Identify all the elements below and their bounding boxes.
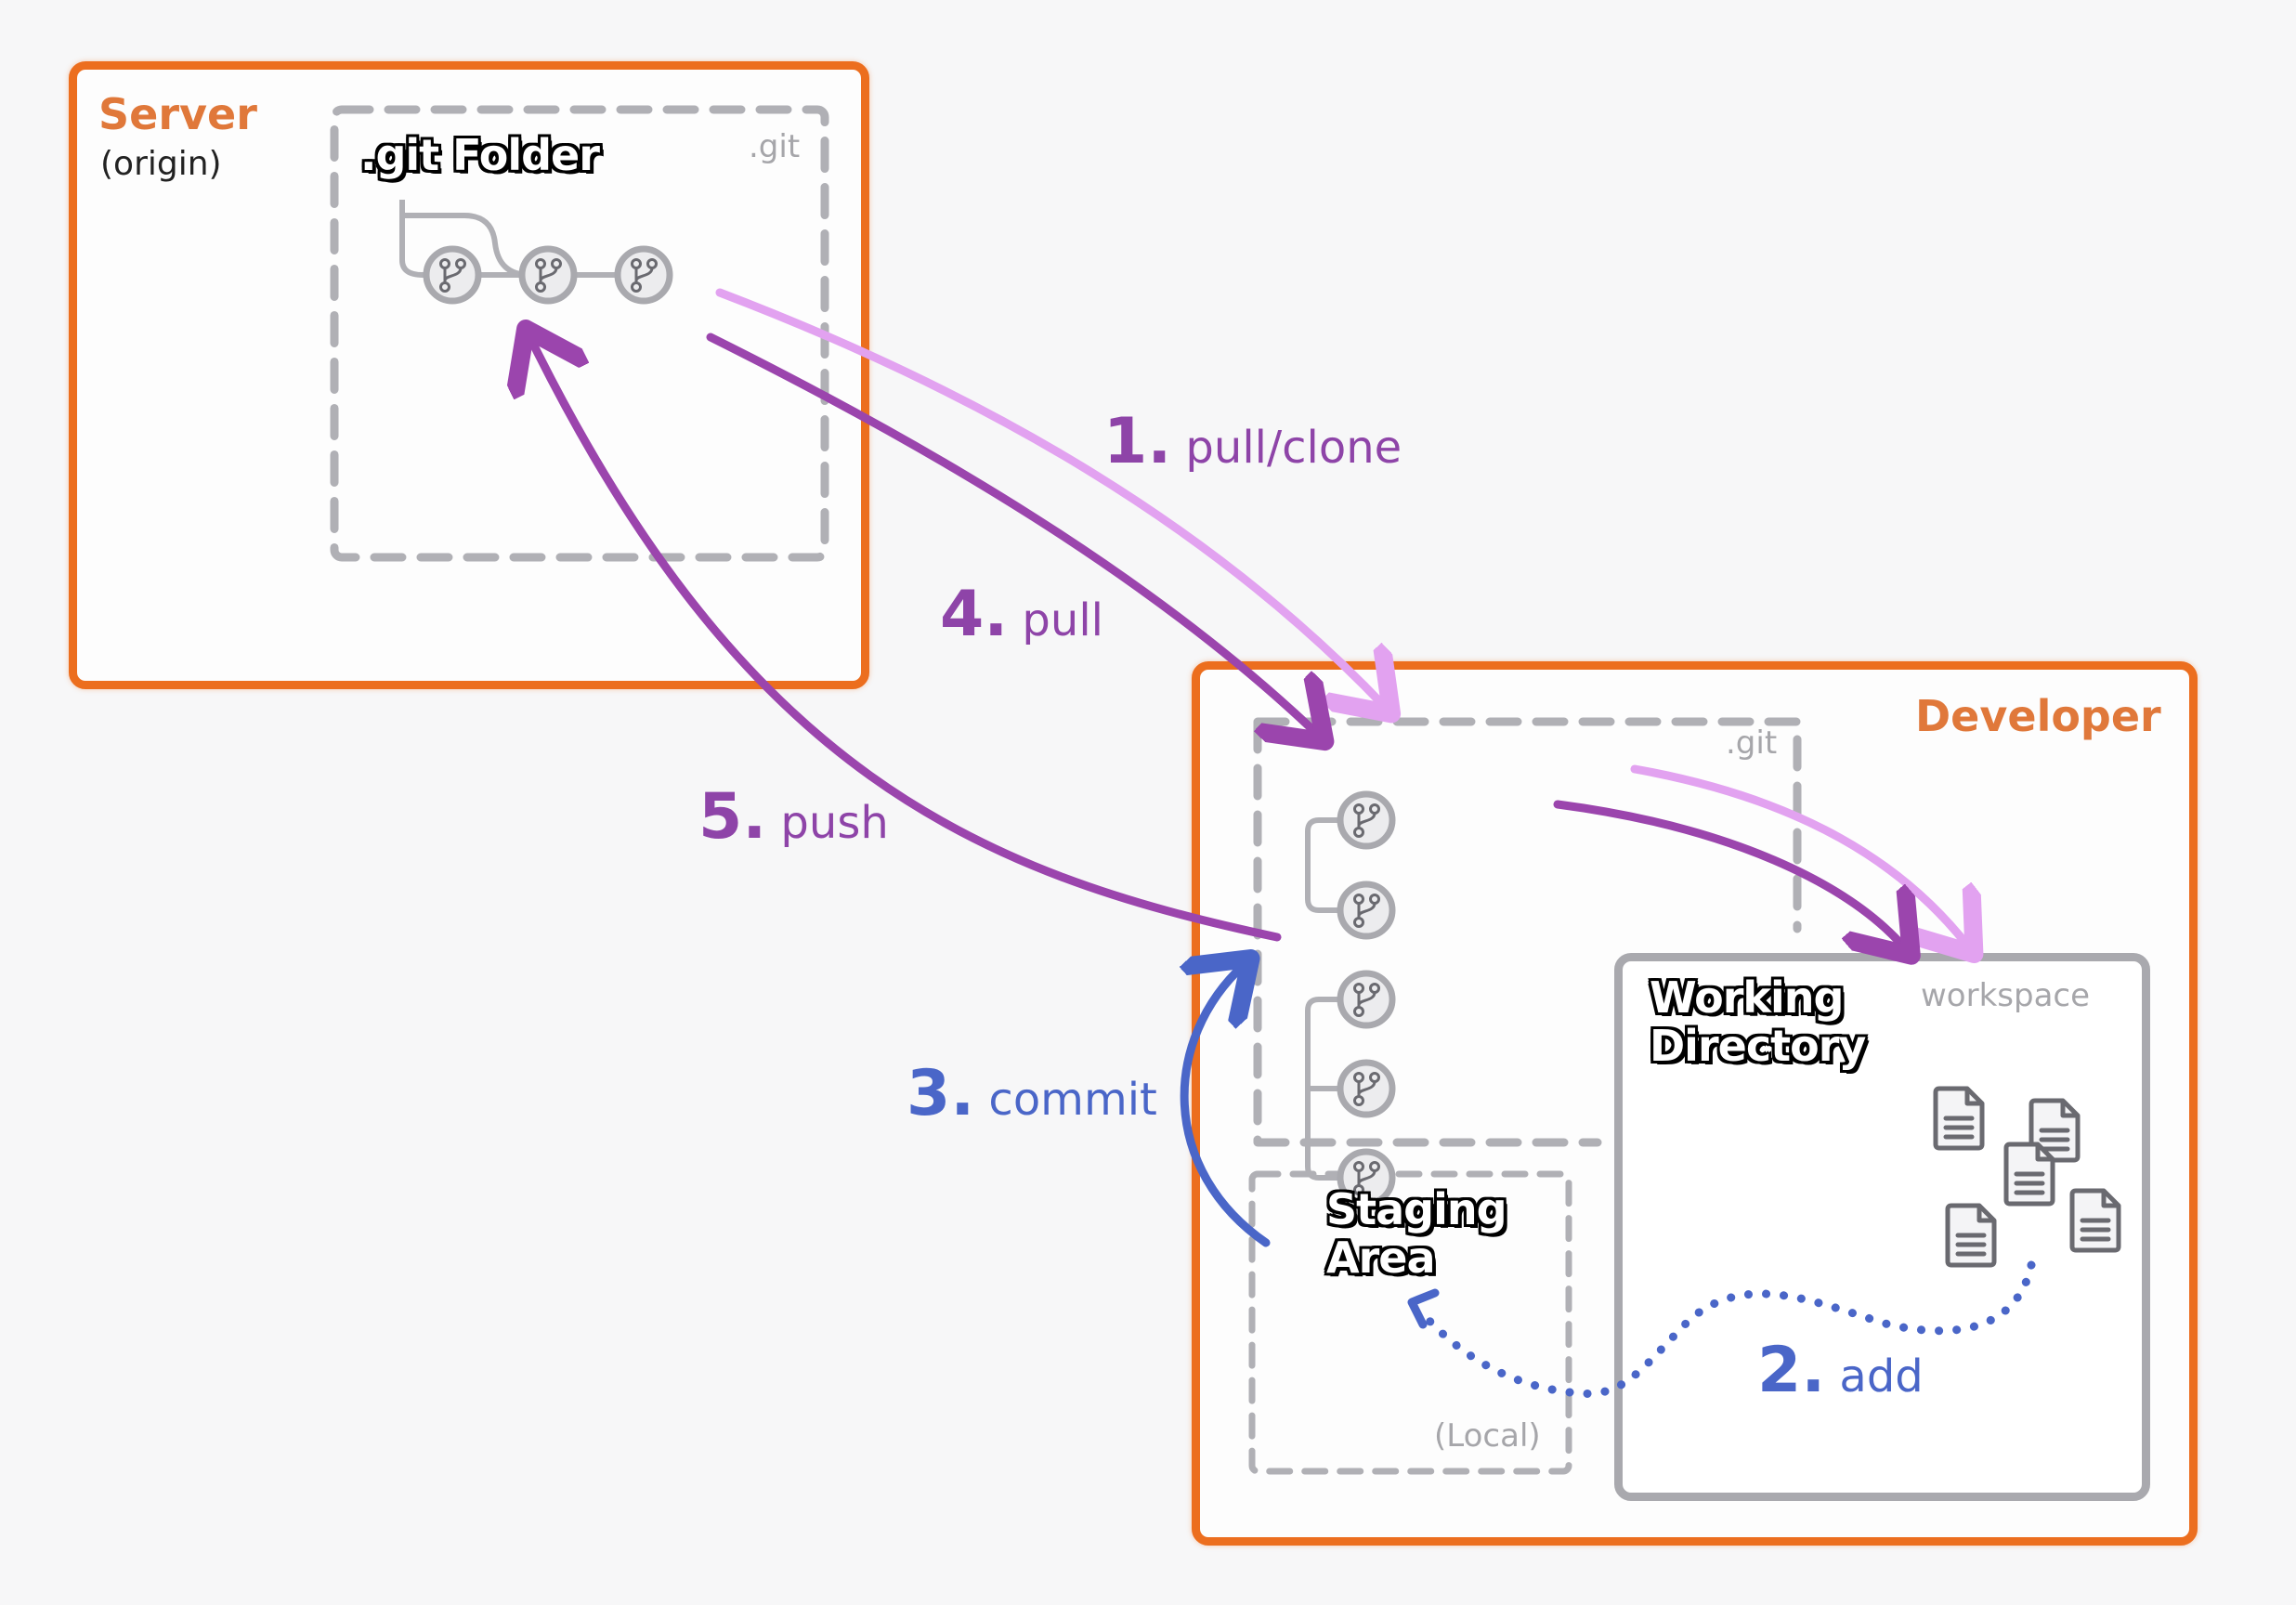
- step-2-text: add: [1839, 1351, 1924, 1403]
- document-icon: [1936, 1089, 1982, 1148]
- staging-area-title-line2: Area: [1326, 1233, 1436, 1283]
- local-tag: (Local): [1434, 1417, 1541, 1455]
- working-directory-box: [1614, 953, 2150, 1501]
- developer-branch-line: [1305, 817, 1340, 1181]
- step-1-number: 1.: [1103, 405, 1172, 478]
- step-1-text: pull/clone: [1185, 422, 1402, 474]
- push-arrow: [529, 336, 1282, 942]
- staging-area-title: Staging Area: [1326, 1185, 1507, 1282]
- workspace-tag: workspace: [1921, 977, 2091, 1014]
- step-4-label: 4. pull: [940, 578, 1103, 651]
- server-branch-line: [399, 200, 650, 278]
- developer-commit-node: [1340, 973, 1392, 1025]
- staging-area-box: [1248, 1170, 1572, 1475]
- developer-commit-node: [1340, 884, 1392, 936]
- step-4-number: 4.: [940, 578, 1009, 651]
- server-title: Server: [98, 89, 257, 139]
- checkout-purple-arrow: [1553, 800, 1906, 949]
- server-box: [69, 61, 869, 689]
- developer-title: Developer: [1915, 691, 2161, 741]
- developer-commit-node: [1340, 794, 1392, 846]
- add-arrowhead-shape: [1407, 1288, 1440, 1329]
- step-5-text: push: [780, 797, 889, 849]
- step-3-label: 3. commit: [907, 1057, 1157, 1130]
- step-5-label: 5. push: [698, 780, 889, 854]
- step-2-label: 2. add: [1757, 1334, 1924, 1407]
- step-3-number: 3.: [907, 1057, 975, 1130]
- checkout-light-arrow: [1630, 764, 1969, 947]
- document-icon: [2006, 1144, 2053, 1204]
- working-directory-title-line1: Working: [1650, 972, 1844, 1023]
- server-git-folder-title: .git Folder: [360, 130, 600, 180]
- server-commit-node: [618, 249, 670, 301]
- add-arrow: [1415, 1260, 2036, 1398]
- step-1-label: 1. pull/clone: [1103, 405, 1402, 478]
- server-git-tag: .git: [749, 128, 801, 165]
- server-subtitle: (origin): [100, 145, 222, 183]
- server-commit-node: [426, 249, 478, 301]
- step-4-text: pull: [1022, 594, 1103, 646]
- server-commit-node: [522, 249, 574, 301]
- staging-area-title-line1: Staging: [1326, 1184, 1507, 1234]
- document-icon: [1948, 1206, 1994, 1265]
- step-2-number: 2.: [1757, 1334, 1826, 1407]
- working-directory-title-line2: Directory: [1650, 1021, 1866, 1071]
- developer-commit-node: [1340, 1063, 1392, 1115]
- commit-arrow: [1184, 964, 1271, 1247]
- pull-clone-arrow: [715, 288, 1386, 708]
- working-directory-title: Working Directory: [1650, 972, 1866, 1071]
- step-3-text: commit: [988, 1074, 1157, 1126]
- document-icon: [2072, 1191, 2119, 1250]
- step-5-number: 5.: [698, 780, 767, 854]
- pull-arrow: [706, 333, 1319, 736]
- developer-git-tag: .git: [1726, 724, 1778, 762]
